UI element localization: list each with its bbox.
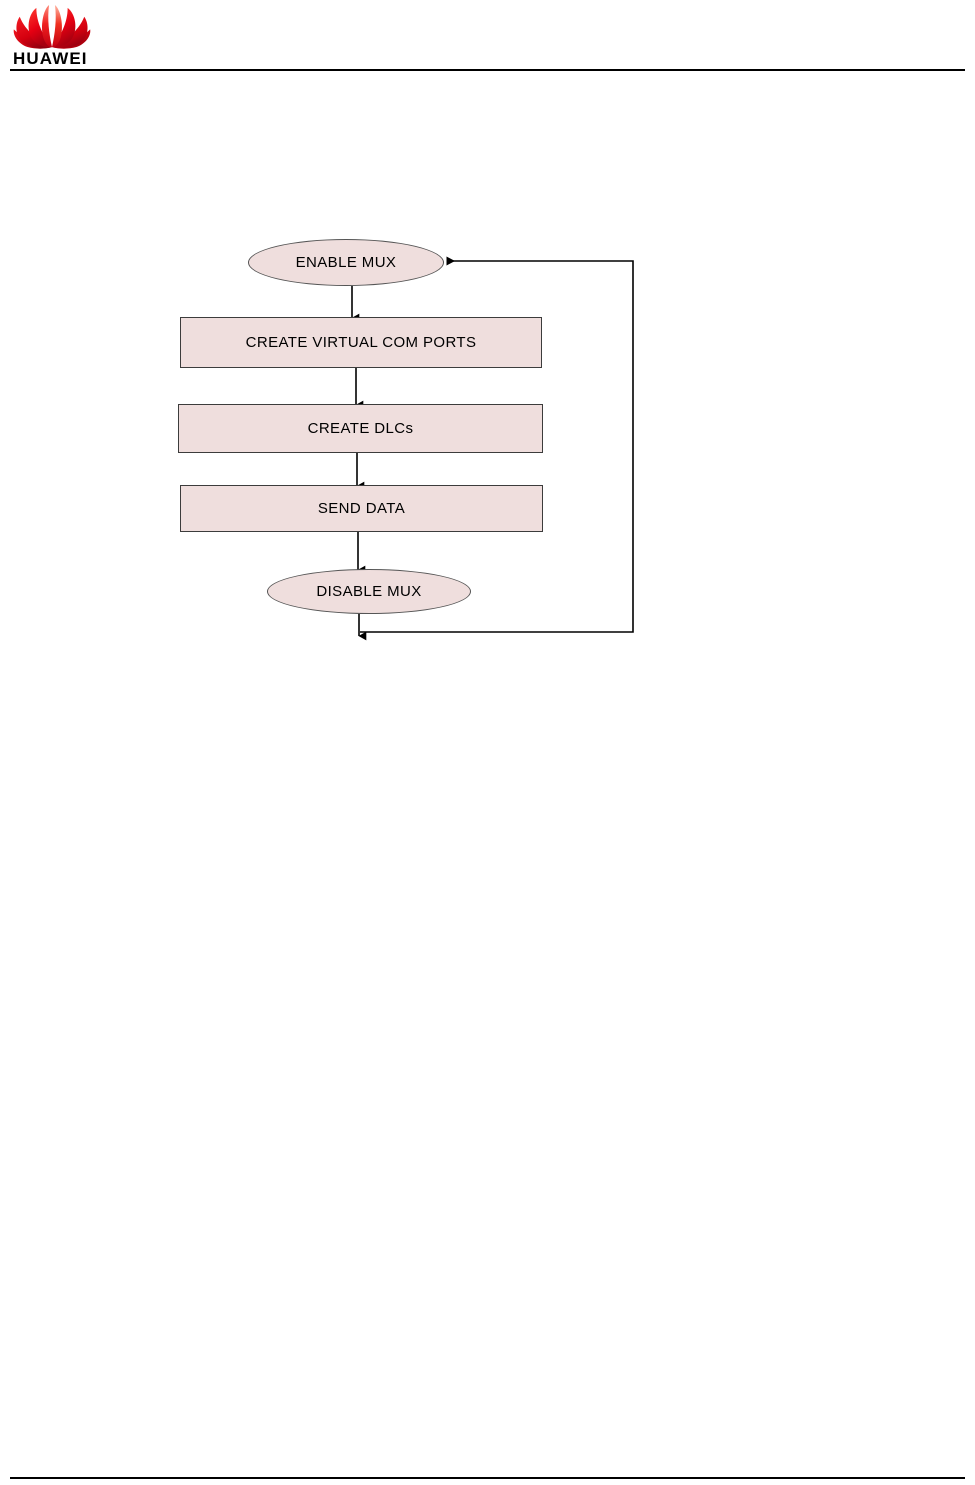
flow-node-send-data[interactable]: SEND DATA: [180, 485, 543, 532]
flow-node-create-virtual-com-ports[interactable]: CREATE VIRTUAL COM PORTS: [180, 317, 542, 368]
huawei-logo-icon: [13, 4, 91, 49]
flow-node-label: SEND DATA: [317, 500, 406, 517]
flow-node-label: DISABLE MUX: [316, 583, 422, 600]
flow-node-create-dlcs[interactable]: CREATE DLCs: [178, 404, 543, 453]
flow-node-label: CREATE DLCs: [307, 420, 414, 437]
flow-node-disable-mux[interactable]: DISABLE MUX: [267, 569, 471, 614]
flow-node-enable-mux[interactable]: ENABLE MUX: [248, 239, 444, 286]
huawei-wordmark: HUAWEI: [13, 49, 88, 68]
page-header: HUAWEI: [0, 0, 975, 75]
flow-node-label: ENABLE MUX: [295, 254, 397, 271]
flow-node-label: CREATE VIRTUAL COM PORTS: [245, 334, 477, 351]
footer-divider: [10, 1477, 965, 1479]
brand-logo: HUAWEI: [12, 4, 92, 68]
header-divider: [10, 69, 965, 71]
